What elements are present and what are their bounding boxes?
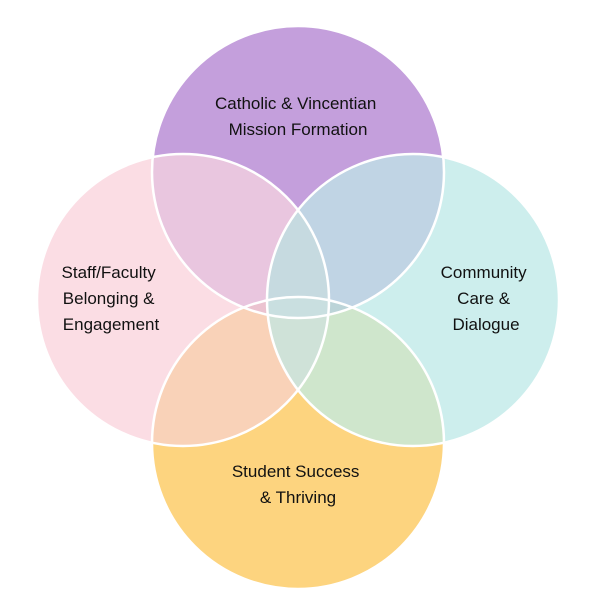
label-staff-faculty: Staff/Faculty Belonging & Engagement: [62, 263, 161, 334]
label-line: & Thriving: [260, 488, 336, 507]
label-line: Dialogue: [452, 315, 519, 334]
label-community-care: Community Care & Dialogue: [441, 263, 532, 334]
label-line: Belonging &: [63, 289, 155, 308]
label-line: Mission Formation: [229, 120, 368, 139]
label-line: Community: [441, 263, 527, 282]
label-line: Engagement: [63, 315, 160, 334]
label-line: Student Success: [232, 462, 360, 481]
label-line: Catholic & Vincentian: [215, 94, 376, 113]
circle-outlines: [35, 24, 561, 591]
label-line: Staff/Faculty: [62, 263, 157, 282]
label-student-success: Student Success & Thriving: [232, 462, 364, 507]
label-line: Care &: [457, 289, 511, 308]
label-mission-formation: Catholic & Vincentian Mission Formation: [215, 94, 381, 139]
